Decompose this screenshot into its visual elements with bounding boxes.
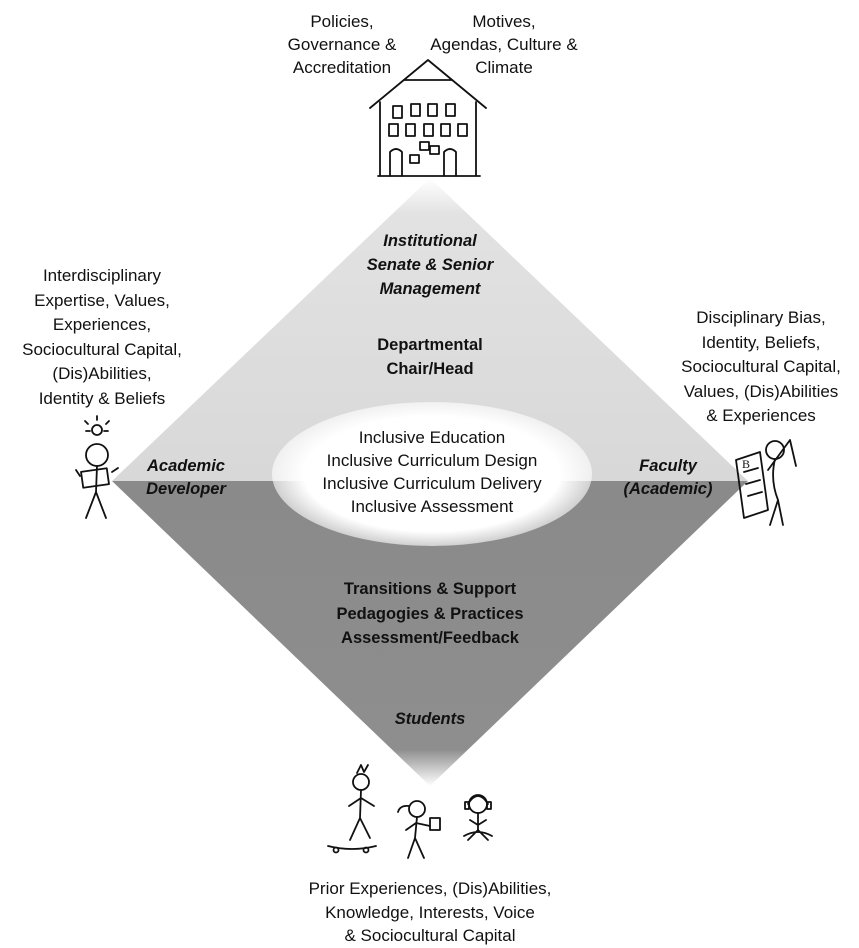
person-with-paper-icon: B [735,439,797,526]
person-with-lightbulb-icon [75,415,119,519]
diamond-upper-half [112,178,748,481]
center-line-3: Inclusive Curriculum Delivery [322,474,542,493]
faculty-attributes: Disciplinary Bias, Identity, Beliefs, So… [681,308,841,425]
center-line-1: Inclusive Education [358,428,506,447]
center-line-2: Inclusive Curriculum Design [326,451,538,470]
diamond-lower-half [112,481,748,786]
students-label: Students [394,710,466,728]
students-attributes: Prior Experiences, (Dis)Abilities, Knowl… [308,879,552,945]
student-with-paper-icon [397,800,441,859]
center-ellipse [272,402,592,546]
faculty-label: Faculty (Academic) [623,457,713,498]
institution-right-label: Motives, Agendas, Culture & Climate [430,12,578,77]
institution-left-label: Policies, Governance & Accreditation [287,12,397,77]
institutional-label: Institutional Senate & Senior Management [366,232,494,298]
academic-developer-attributes: Interdisciplinary Expertise, Values, Exp… [22,266,182,408]
academic-developer-label: Academic Developer [146,457,226,498]
institution-building-icon [369,59,487,177]
lower-diamond-text: Transitions & Support Pedagogies & Pract… [336,580,524,647]
headphones-student-icon [463,794,493,841]
svg-text:B: B [742,457,750,471]
center-ellipse-text: Inclusive Education Inclusive Curriculum… [292,426,572,518]
departmental-label: Departmental Chair/Head [377,336,483,378]
center-line-4: Inclusive Assessment [350,497,514,516]
skateboarder-icon [327,764,377,854]
